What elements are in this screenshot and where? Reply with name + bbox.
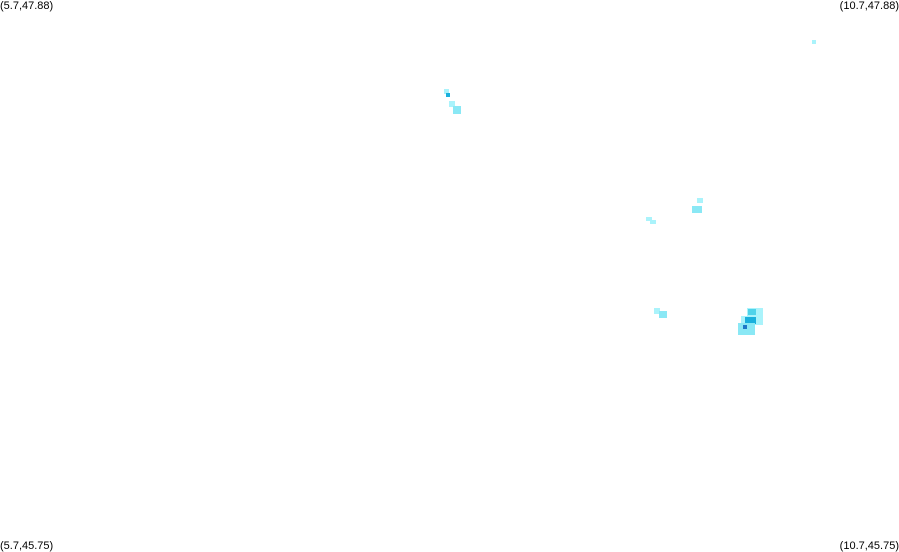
data-patch (449, 101, 455, 107)
data-patch (646, 217, 652, 221)
data-patch (812, 40, 816, 44)
corner-label-bottom-left: (5.7,45.75) (0, 540, 54, 552)
data-patch (692, 206, 702, 213)
data-patch (654, 308, 660, 314)
data-patch (659, 311, 667, 318)
corner-label-top-right: (10.7,47.88) (839, 0, 899, 12)
data-patch (446, 93, 450, 97)
corner-label-top-left: (5.7,47.88) (0, 0, 54, 12)
corner-label-bottom-right: (10.7,45.75) (839, 540, 899, 552)
data-patch (444, 89, 449, 94)
data-patch (743, 325, 747, 329)
data-patch (697, 198, 703, 203)
data-patch (745, 317, 756, 324)
data-patch (650, 220, 656, 224)
data-patch (748, 309, 756, 315)
data-patch (453, 106, 461, 114)
